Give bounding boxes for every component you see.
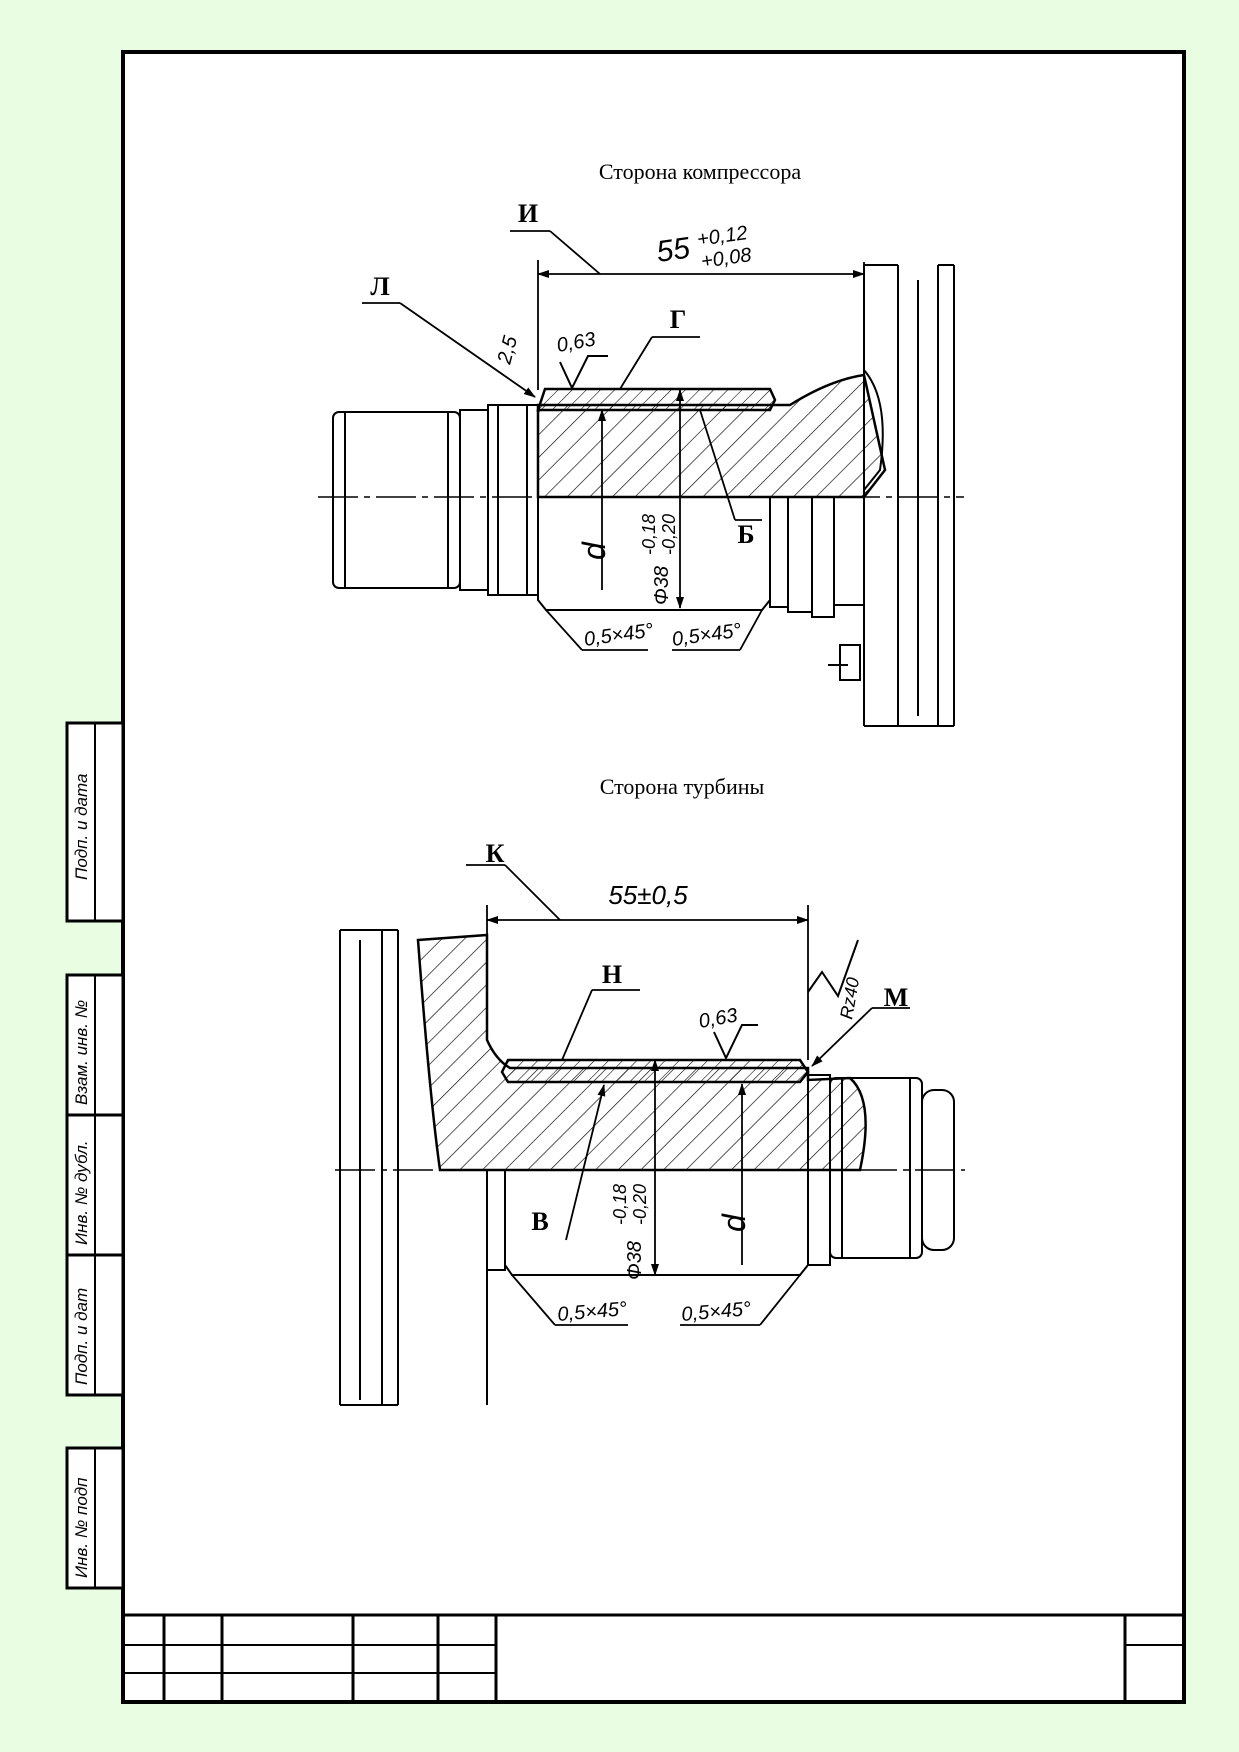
diameter-lower-compressor: -0,20	[659, 514, 679, 555]
view-turbine-side: Сторона турбины	[335, 774, 965, 1406]
label-g: Г	[670, 305, 687, 334]
diameter-upper-turbine: -0,18	[610, 1184, 630, 1225]
diameter-symbol-turbine: d	[716, 1213, 752, 1232]
view-title-turbine: Сторона турбины	[600, 774, 765, 799]
view-compressor-side: Сторона компрессора	[318, 159, 964, 727]
diameter-upper-compressor: -0,18	[639, 514, 659, 555]
label-n: Н	[602, 960, 622, 989]
diameter-lower-turbine: -0,20	[630, 1184, 650, 1225]
roughness-symbol-compressor	[559, 355, 608, 391]
dim-length-turbine	[486, 905, 809, 1060]
sheet-border	[121, 50, 1186, 1704]
diameter-nominal-compressor: Φ38	[651, 566, 673, 605]
label-i: И	[518, 199, 538, 228]
shaft-section-turbine	[416, 933, 867, 1172]
label-k: К	[486, 839, 505, 868]
roughness-rz-symbol	[807, 939, 859, 999]
label-l: Л	[370, 272, 389, 301]
stamp-label-sign-date: Подп. и дата	[72, 774, 91, 880]
dim-length-compressor	[537, 260, 865, 390]
dim-length-nominal-compressor: 55	[654, 232, 692, 269]
view-title-compressor: Сторона компрессора	[599, 159, 801, 184]
stamp-label-replace-inv: Взам. инв. №	[72, 1000, 91, 1105]
label-b: Б	[737, 520, 754, 549]
side-stamp	[65, 721, 125, 1590]
bushing-layer-compressor	[536, 387, 777, 412]
diameter-symbol-compressor: d	[576, 541, 612, 560]
stamp-label-sign-date-2: Подп. и дат	[72, 1288, 91, 1385]
stamp-label-dup-inv: Инв. № дубл.	[72, 1140, 91, 1245]
label-v: В	[531, 1207, 548, 1236]
roughness-symbol-turbine	[713, 1024, 758, 1061]
label-m: М	[884, 983, 909, 1012]
diameter-nominal-turbine: Φ38	[624, 1241, 646, 1280]
stamp-label-inv-orig: Инв. № подп	[72, 1477, 91, 1578]
shaft-lower-compressor	[537, 496, 864, 681]
title-block	[123, 1613, 1184, 1702]
dim-length-turbine-text: 55±0,5	[608, 880, 688, 910]
